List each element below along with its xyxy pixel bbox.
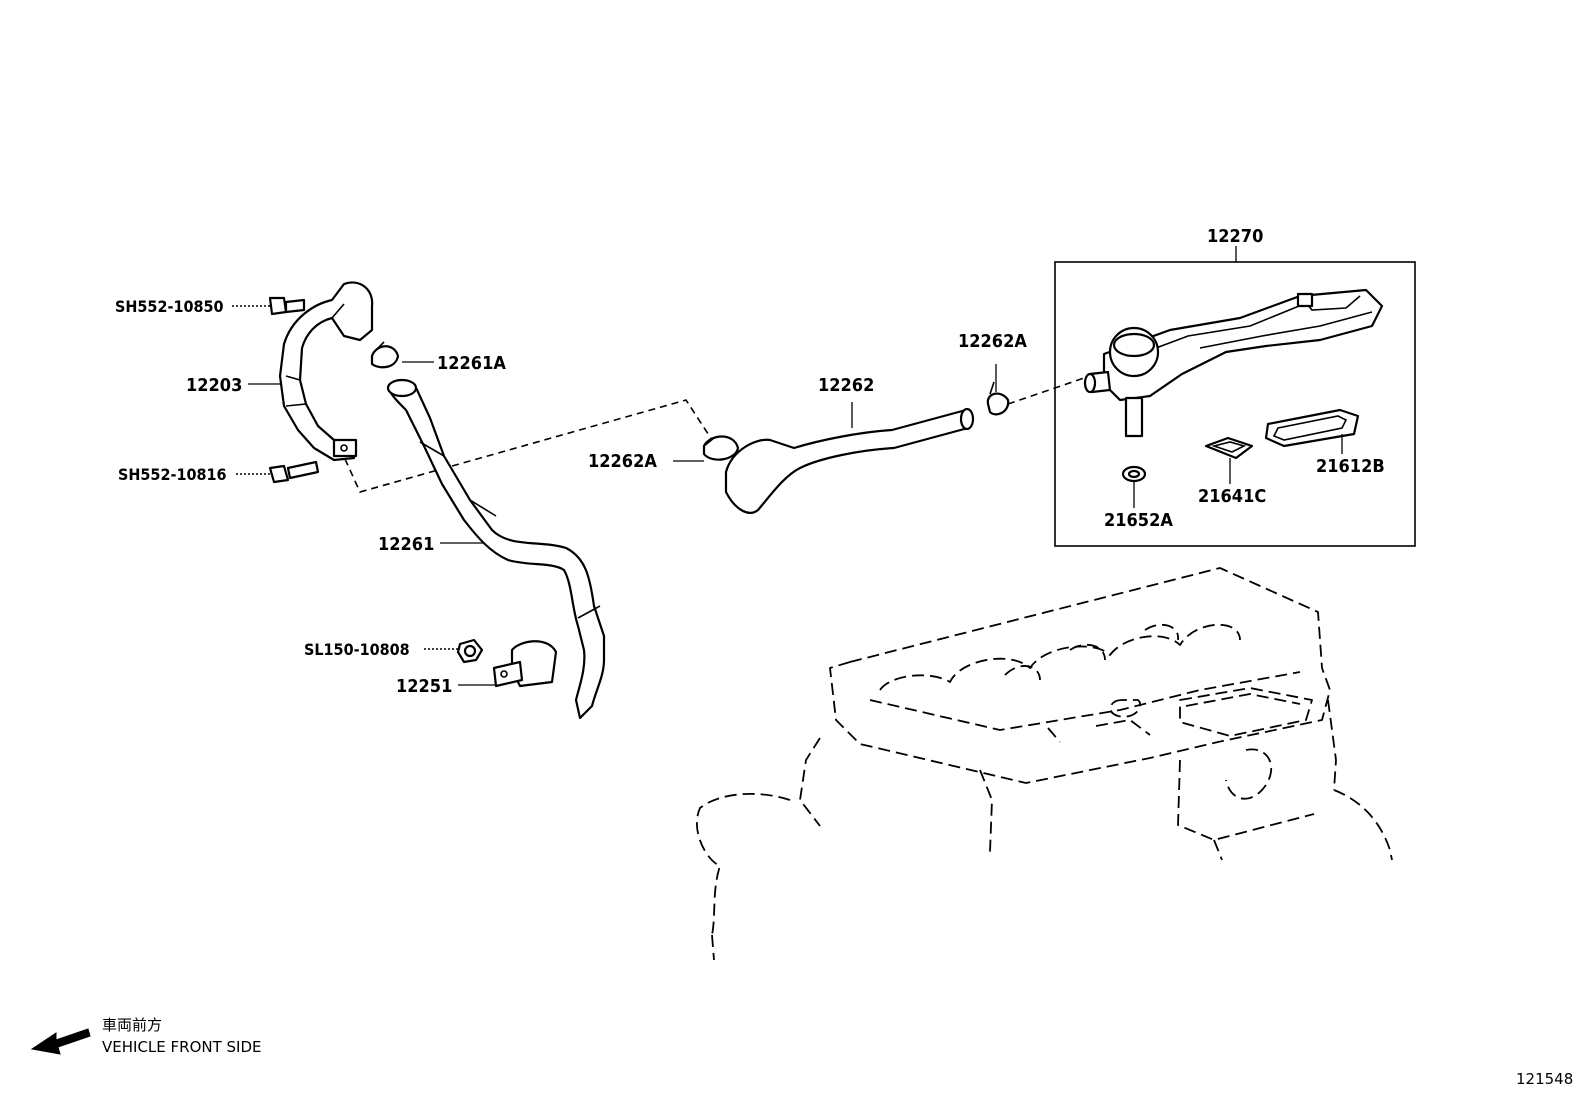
- vehicle-front-japanese: 車両前方: [102, 1016, 162, 1034]
- assembly-box: [1054, 261, 1416, 547]
- gasket-21612B: [1264, 408, 1360, 448]
- label-SL150-10808: SL150-10808: [304, 640, 410, 659]
- label-21612B: 21612B: [1316, 456, 1385, 477]
- figure-id: 121548: [1516, 1070, 1573, 1088]
- bracket-12251: [492, 640, 558, 688]
- label-21641C: 21641C: [1198, 486, 1266, 507]
- grommet-21641C: [1204, 436, 1254, 460]
- valve-body-12270: [1083, 288, 1384, 438]
- vehicle-front-english: VEHICLE FRONT SIDE: [102, 1038, 262, 1056]
- bolt-SH552-10816: [268, 460, 320, 484]
- hose-12262: [724, 407, 975, 514]
- label-12262: 12262: [818, 375, 874, 396]
- hose-12203: [278, 281, 374, 462]
- label-12262A-top: 12262A: [958, 331, 1027, 352]
- clamp-12262A-left: [702, 435, 740, 461]
- bolt-SH552-10850: [268, 296, 306, 316]
- engine-outline: [695, 567, 1393, 961]
- label-SH552-10816: SH552-10816: [118, 465, 227, 484]
- label-12262A-left: 12262A: [588, 451, 657, 472]
- label-21652A: 21652A: [1104, 510, 1173, 531]
- vehicle-front-arrow-icon: [30, 1028, 91, 1055]
- assembly-12270: [1054, 246, 1416, 547]
- label-SH552-10850: SH552-10850: [115, 297, 224, 316]
- label-12261A: 12261A: [437, 353, 506, 374]
- label-12270: 12270: [1207, 226, 1263, 247]
- label-12261: 12261: [378, 534, 434, 555]
- label-12251: 12251: [396, 676, 452, 697]
- nut-SL150-10808: [456, 638, 484, 664]
- gasket-21652A: [1121, 465, 1147, 483]
- label-12203: 12203: [186, 375, 242, 396]
- clamp-12261A: [370, 341, 400, 369]
- hose-12261: [386, 378, 606, 720]
- clamp-12262A-top: [986, 381, 1010, 416]
